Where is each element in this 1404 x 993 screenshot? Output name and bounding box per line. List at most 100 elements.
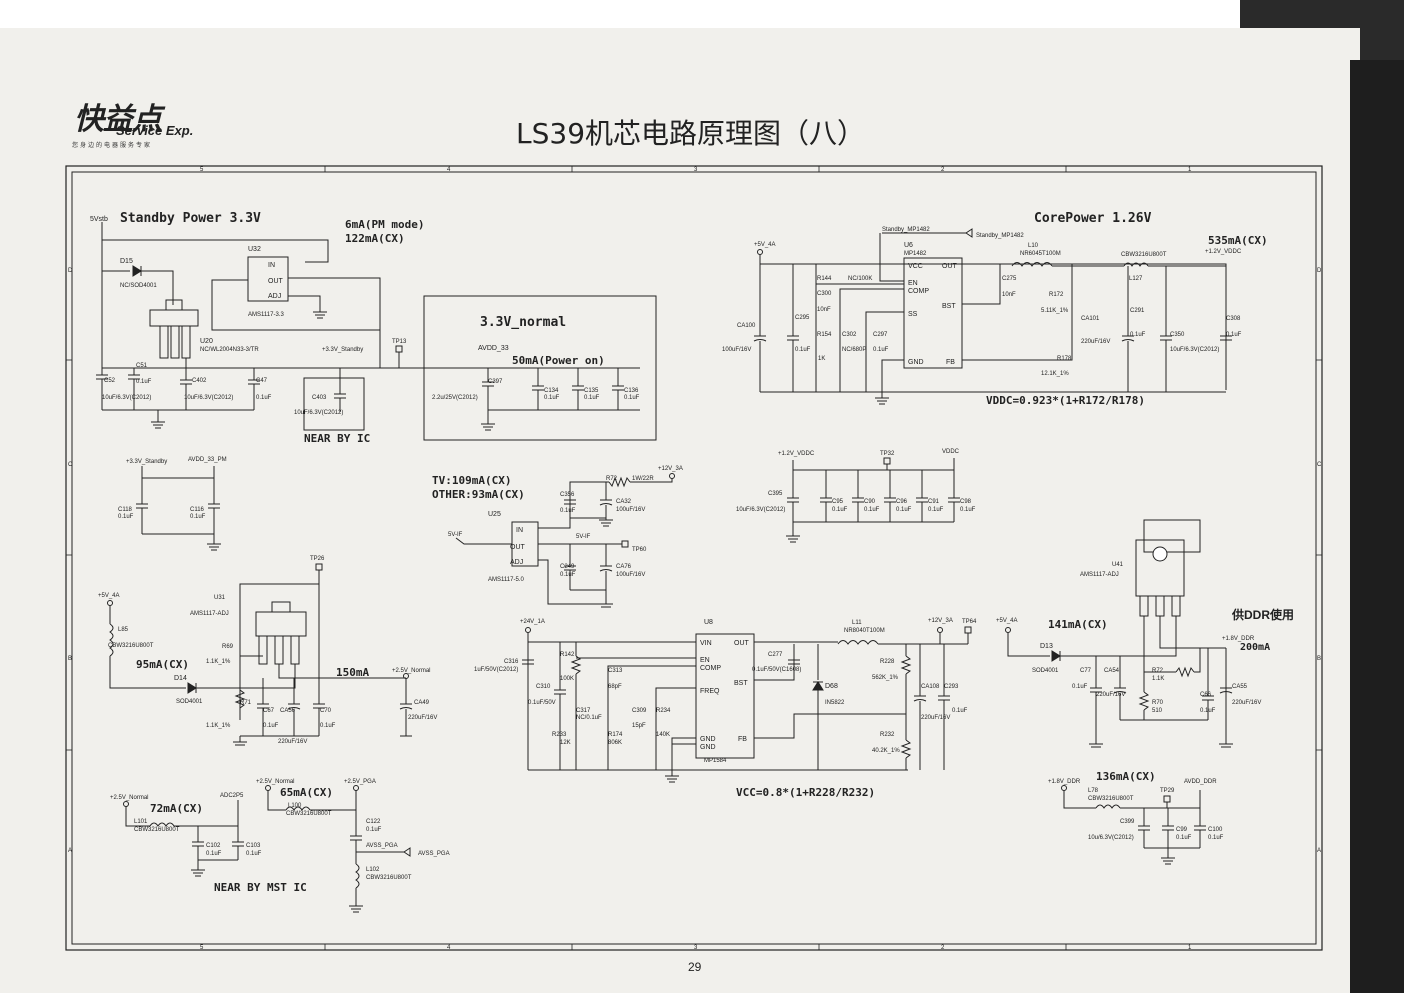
- normal33-current: 50mA(Power on): [512, 354, 605, 367]
- tv-in-net: 5V-IF: [448, 532, 463, 538]
- c309-ref: C309: [632, 708, 647, 714]
- d15-ref: D15: [120, 258, 133, 265]
- ca76-ref: CA76: [616, 564, 632, 570]
- c136-val: 0.1uF: [624, 395, 640, 401]
- u41-part: AMS1117-ADJ: [1080, 572, 1119, 578]
- c308-ref: C308: [1226, 316, 1241, 322]
- r142-ref: R142: [560, 652, 575, 658]
- u25-pin-adj: ADJ: [510, 559, 523, 566]
- u20-regulator: [149, 309, 199, 327]
- u8-pin-out: OUT: [734, 640, 750, 647]
- frame-col-5-bottom: 5: [200, 945, 204, 951]
- c356-val: 0.1uF: [560, 508, 576, 514]
- u8-pin-fb: FB: [738, 736, 747, 743]
- l10-ref: L10: [1028, 243, 1039, 249]
- ca55-ref: CA55: [1232, 684, 1248, 690]
- ca55-val: 220uF/16V: [1232, 700, 1261, 706]
- ca54-val: 220uF/16V: [1096, 692, 1125, 698]
- page-number: 29: [688, 960, 702, 974]
- c275-val: 10nF: [1002, 292, 1016, 298]
- tv-tp60: TP60: [632, 547, 647, 553]
- c277-val: 0.1uF/50V(C1608): [752, 667, 801, 673]
- schematic-diagram: 5 4 3 2 1 5 4 3 2 1 D C B A D C B A Stan…: [65, 165, 1323, 951]
- c136-ref: C136: [624, 388, 639, 394]
- vddc-cap-labels: C395 10uF/6.3V(C2012) C95 0.1uF C90 0.1u…: [736, 491, 976, 513]
- vcc-in-net: +24V_1A: [520, 619, 545, 625]
- frame-column-markers: [66, 166, 1322, 950]
- core-standby-net-b: Standby_MP1482: [976, 233, 1024, 239]
- d13-ref: D13: [1040, 643, 1053, 650]
- u8-pin-gnd1: GND: [700, 736, 716, 743]
- schematic-sheet: [0, 28, 1360, 993]
- core-standby-net-a: Standby_MP1482: [882, 227, 930, 233]
- standby-power-block: Standby Power 3.3V 5Vstb 6mA(PM mode) 12…: [90, 211, 424, 445]
- c295-ref: C295: [795, 315, 810, 321]
- standby-current-pm: 6mA(PM mode): [345, 218, 424, 231]
- c310-val: 0.1uF/50V: [528, 700, 556, 706]
- frame-col-1-bottom: 1: [1188, 945, 1192, 951]
- ca49-ref: CA49: [414, 700, 430, 706]
- u32-part: AMS1117-3.3: [248, 312, 284, 318]
- adc-out-net: ADC2P5: [220, 793, 244, 799]
- frame-col-4: 4: [447, 167, 451, 173]
- normal25-current-cx: 95mA(CX): [136, 658, 189, 671]
- u20-part: NC/WL2004N33-3/TR: [200, 347, 259, 353]
- u32-pin-out: OUT: [268, 278, 284, 285]
- ca100-ref: CA100: [737, 323, 756, 329]
- u25-part: AMS1117-5.0: [488, 577, 524, 583]
- frame-col-2-bottom: 2: [941, 945, 945, 951]
- c300-val: 10nF: [817, 307, 831, 313]
- u8-ref: U8: [704, 619, 713, 626]
- u25-pin-out: OUT: [510, 544, 526, 551]
- c403-ref: C403: [312, 395, 327, 401]
- l11-part: NR8040T100M: [844, 628, 885, 634]
- brand-slogan: 您身边的电器服务专家: [72, 142, 153, 149]
- ca56-val: 220uF/16V: [278, 739, 307, 745]
- ca32-ref: CA32: [616, 499, 632, 505]
- frame-row-b: B: [68, 656, 72, 662]
- d13-part: SOD4001: [1032, 668, 1059, 674]
- l101-val: CBW3216U800T: [134, 827, 180, 833]
- frame-row-d-right: D: [1317, 268, 1322, 274]
- vddc-caps: [786, 470, 960, 543]
- c103-ref: C103: [246, 843, 261, 849]
- frame-row-a: A: [68, 848, 72, 854]
- frame-row-c-right: C: [1317, 462, 1322, 468]
- frame-row-b-right: B: [1317, 656, 1321, 662]
- c308-val: 0.1uF: [1226, 332, 1242, 338]
- r142-val: 100K: [560, 676, 574, 682]
- c91-ref: C91: [928, 499, 940, 505]
- r234-ref: R234: [656, 708, 671, 714]
- c77-ref: C77: [1080, 668, 1092, 674]
- brand-logo-english: Service Exp.: [116, 123, 194, 138]
- l100-val: CBW3216U800T: [286, 811, 332, 817]
- page-title: LS39机芯电路原理图（八）: [516, 117, 866, 150]
- c100-val: 0.1uF: [1208, 835, 1224, 841]
- u31-part: AMS1117-ADJ: [190, 611, 229, 617]
- l78-val: CBW3216U800T: [1088, 796, 1134, 802]
- c51-val: 0.1uF: [136, 379, 152, 385]
- vddc-net-in: +1.2V_VDDC: [778, 451, 815, 457]
- c293-val: 0.1uF: [952, 708, 968, 714]
- vcc12-block: +24V_1A U8 MP1584 VIN EN COMP FREQ GND G…: [474, 618, 977, 799]
- frame-row-c: C: [68, 462, 73, 468]
- d15-part: NC/SOD4001: [120, 283, 157, 289]
- ca54-ref: CA54: [1104, 668, 1120, 674]
- avdd33pm-in-net: +3.3V_Standby: [126, 459, 167, 465]
- r70-val: 510: [1152, 708, 1163, 714]
- c90-val: 0.1uF: [864, 507, 880, 513]
- frame-col-2: 2: [941, 167, 945, 173]
- tp13-label: TP13: [392, 339, 407, 345]
- c350-val: 10uF/6.3V(C2012): [1170, 347, 1219, 353]
- r174-ref: R174: [608, 732, 623, 738]
- c291-ref: C291: [1130, 308, 1145, 314]
- c275-ref: C275: [1002, 276, 1017, 282]
- c297-ref: C297: [873, 332, 888, 338]
- c134-val: 0.1uF: [544, 395, 560, 401]
- r154-ref: R154: [817, 332, 832, 338]
- ca49-val: 220uF/16V: [408, 715, 437, 721]
- frame-row-a-right: A: [1317, 848, 1321, 854]
- c395-val: 10uF/6.3V(C2012): [736, 507, 785, 513]
- c402-val: 10uF/6.3V(C2012): [184, 395, 233, 401]
- l101-ref: L101: [134, 819, 148, 825]
